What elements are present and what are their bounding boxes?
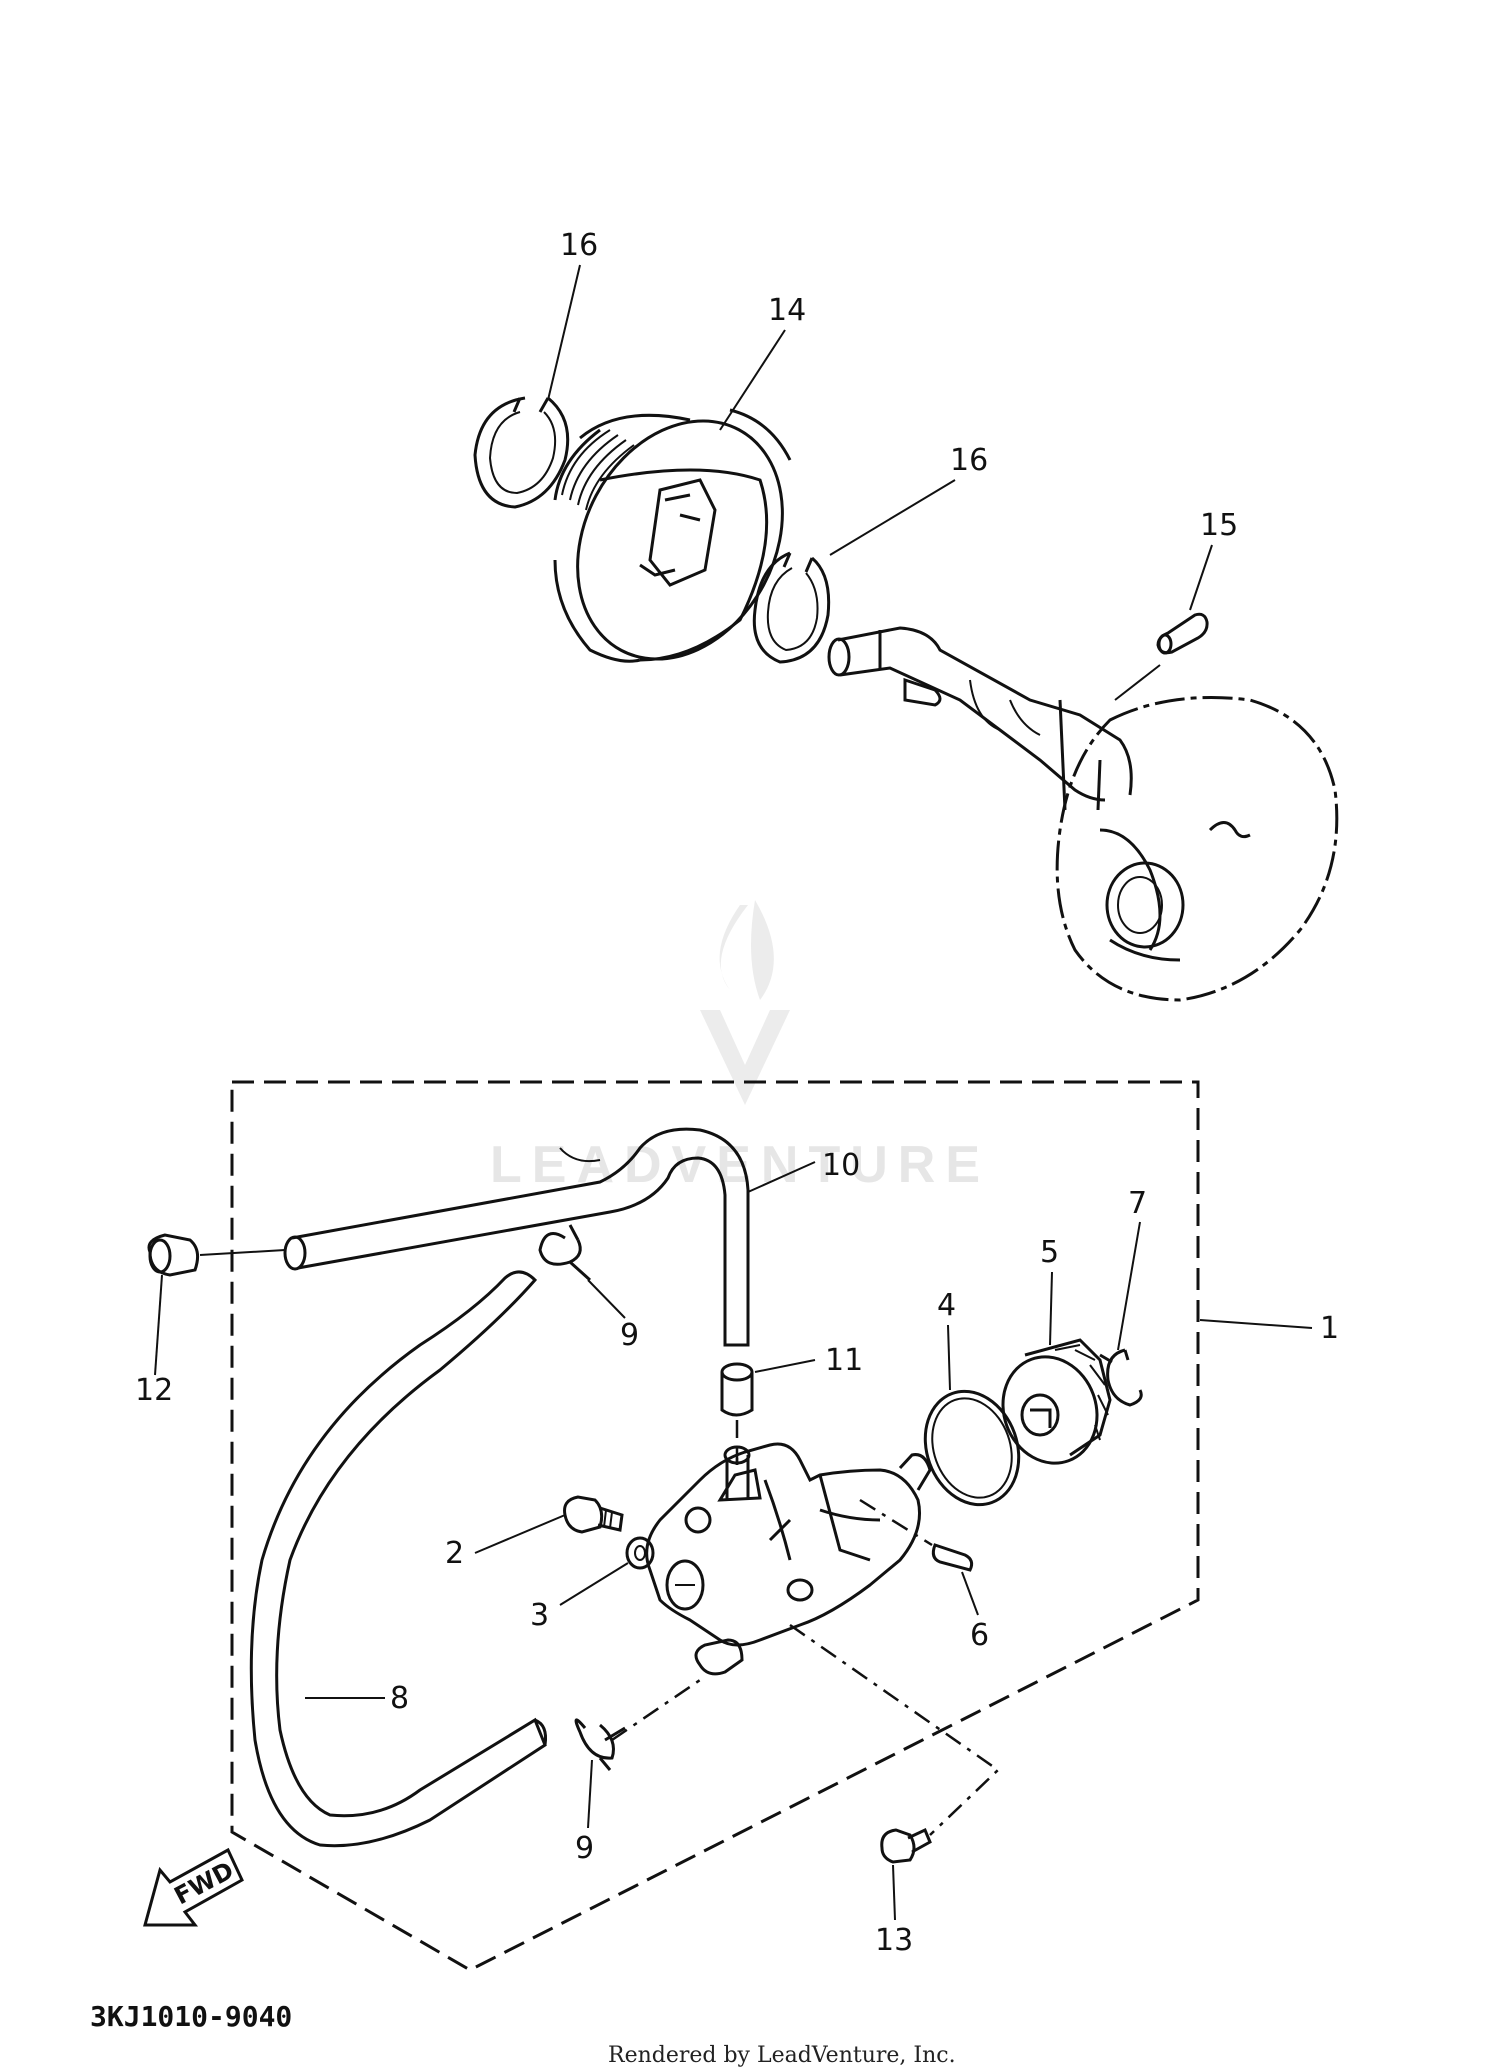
circlip-right [752, 551, 831, 664]
clip-9-lower [574, 1718, 626, 1771]
washer-3 [625, 1536, 655, 1570]
clip-7 [1099, 1348, 1143, 1407]
callout-3: 3 [530, 1598, 549, 1633]
nipple-11 [720, 1362, 754, 1465]
callout-8: 8 [390, 1681, 409, 1716]
callout-14: 14 [768, 293, 806, 328]
hose-8 [249, 1270, 547, 1848]
impeller-disc [1055, 696, 1339, 1002]
circlip-left [473, 396, 570, 509]
callout-7: 7 [1128, 1186, 1147, 1221]
callout-11: 11 [825, 1343, 863, 1378]
callout-4: 4 [937, 1288, 956, 1323]
callout-1: 1 [1320, 1311, 1339, 1346]
callout-16a: 16 [560, 228, 598, 263]
fitting-12 [147, 1233, 286, 1277]
pin-6 [859, 1498, 974, 1572]
clip-9-upper [538, 1224, 592, 1282]
callout-5: 5 [1040, 1235, 1059, 1270]
callout-15: 15 [1200, 508, 1238, 543]
leadventure-watermark: LEADVENTURE [490, 900, 990, 1194]
credit-line: Rendered by LeadVenture, Inc. [608, 2043, 956, 2068]
o-ring-4 [923, 1389, 1021, 1507]
callout-10: 10 [822, 1148, 860, 1183]
kit-boundary [230, 1080, 1200, 1972]
part-code: 3KJ1010-9040 [90, 2000, 292, 2033]
pulley [553, 408, 792, 663]
hose-10 [283, 1127, 750, 1347]
callout-12: 12 [135, 1373, 173, 1408]
callout-6: 6 [970, 1618, 989, 1653]
gear-5 [1001, 1338, 1112, 1465]
callout-13: 13 [875, 1923, 913, 1958]
dowel-pin [1114, 612, 1209, 701]
impeller-shaft [827, 626, 1133, 811]
callout-9a: 9 [620, 1318, 639, 1353]
watermark-text: LEADVENTURE [490, 1136, 990, 1194]
fwd-arrow: FWD [143, 1847, 244, 1927]
callout-9b: 9 [575, 1831, 594, 1866]
connector-lower-hose [611, 1678, 701, 1742]
screw-13 [789, 1623, 1000, 1864]
oil-pump-body [645, 1442, 932, 1676]
callout-16b: 16 [950, 443, 988, 478]
bolt-2 [563, 1495, 624, 1534]
callout-2: 2 [445, 1536, 464, 1571]
